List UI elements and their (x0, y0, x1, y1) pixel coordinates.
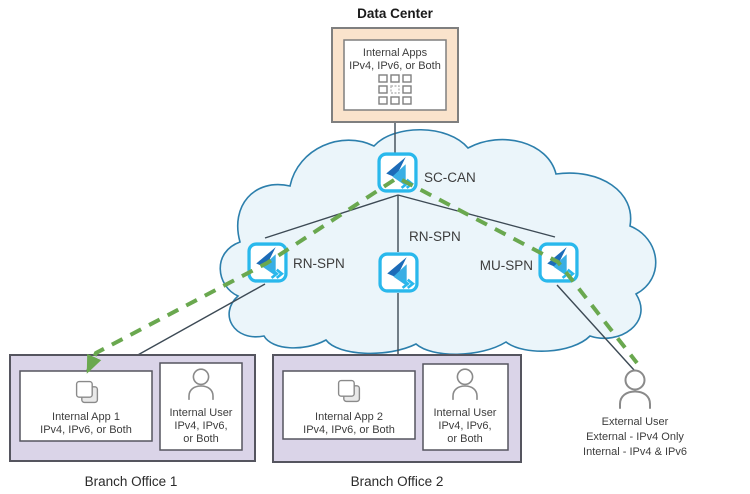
data-center-title: Data Center (357, 6, 434, 21)
branch1-user-line2: IPv4, IPv6, (174, 420, 227, 432)
data-center-group: Data Center Internal Apps IPv4, IPv6, or… (331, 6, 459, 123)
external-user-icon (619, 369, 651, 409)
traffic-path-to-external-user (401, 178, 639, 365)
network-cloud (219, 129, 657, 356)
data-center-line2: IPv4, IPv6, or Both (349, 60, 441, 72)
branch-office-2-group: Internal App 2 IPv4, IPv6, or Both Inter… (272, 354, 522, 489)
data-center-line1: Internal Apps (363, 47, 428, 59)
branch1-user-line3: or Both (183, 433, 218, 445)
connector-lines (135, 122, 635, 371)
server-grid-icon (378, 74, 412, 105)
branch1-user-line1: Internal User (170, 407, 233, 419)
sc-can-label: SC-CAN (424, 170, 476, 185)
link-sccan-rnspn-left (264, 194, 399, 239)
branch2-user-line1: Internal User (434, 407, 497, 419)
rn-spn-mid-node-icon (378, 252, 419, 293)
rn-spn-mid-label: RN-SPN (409, 229, 461, 244)
external-user-line1: External User (602, 416, 669, 428)
external-user-group: External User External - IPv4 Only Inter… (583, 369, 687, 458)
traffic-paths (86, 178, 639, 374)
link-rnspn-left-branch1 (135, 283, 266, 357)
mu-spn-label: MU-SPN (480, 258, 533, 273)
branch2-user-line2: IPv4, IPv6, (438, 420, 491, 432)
rn-spn-left-label: RN-SPN (293, 256, 345, 271)
branch2-caption: Branch Office 2 (351, 474, 444, 489)
link-sccan-muspn (397, 194, 556, 238)
branch2-app-line2: IPv4, IPv6, or Both (303, 424, 395, 436)
external-user-line3: Internal - IPv4 & IPv6 (583, 446, 687, 458)
branch2-user-line3: or Both (447, 433, 482, 445)
link-muspn-external-user (556, 284, 635, 371)
branch2-app-line1: Internal App 2 (315, 411, 383, 423)
branch1-app-line1: Internal App 1 (52, 411, 120, 423)
external-user-line2: External - IPv4 Only (586, 431, 684, 443)
branch1-caption: Branch Office 1 (85, 474, 178, 489)
branch-office-1-group: Internal App 1 IPv4, IPv6, or Both Inter… (9, 354, 256, 489)
branch1-app-line2: IPv4, IPv6, or Both (40, 424, 132, 436)
